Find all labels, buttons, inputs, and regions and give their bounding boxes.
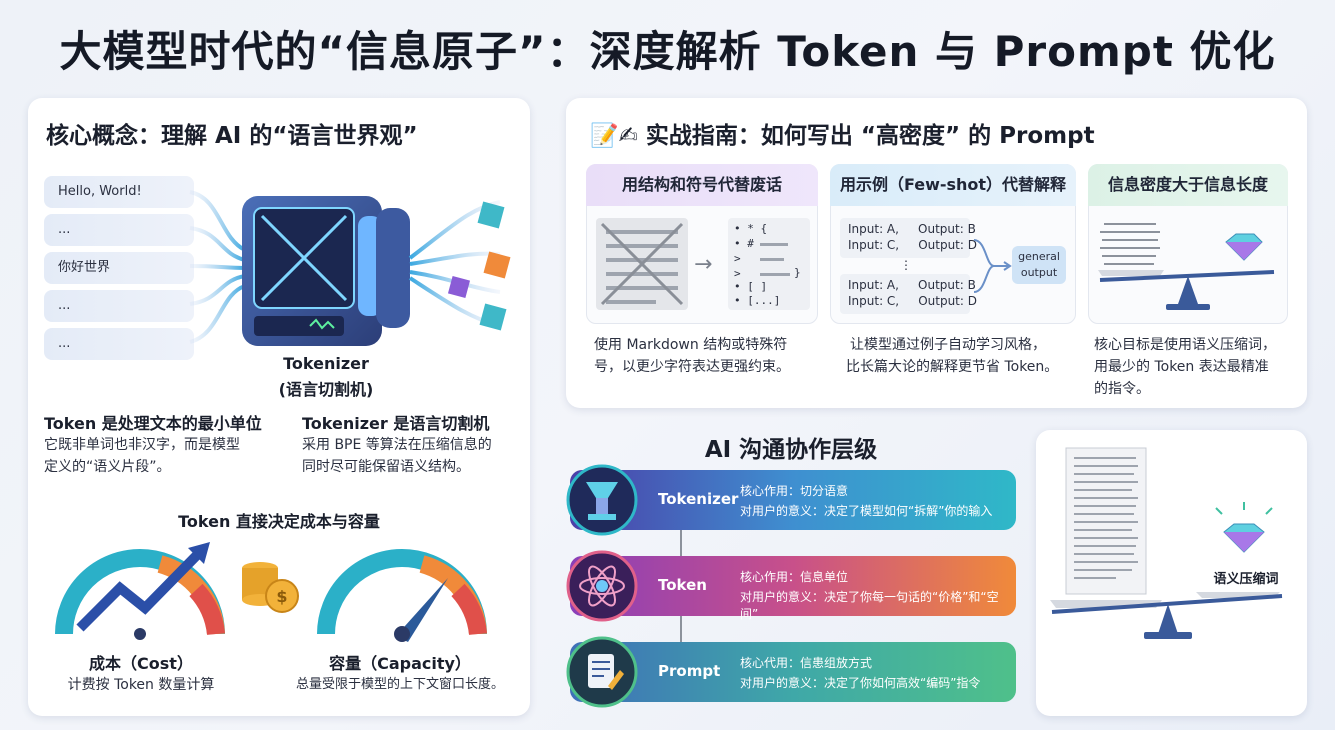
general-output-text: output [1020,266,1058,279]
density-card-text: 用最少的 Token 表达最精准 [1094,359,1269,375]
few-shot-card-heading: 用示例（Few-shot）代替解释 [830,164,1076,206]
markdown-line [760,258,784,261]
example-box [840,274,970,314]
markdown-bullet: • * { [734,222,768,235]
cost-capacity-heading: Token 直接决定成本与容量 [178,512,380,531]
merge-brace-icon [973,239,1012,293]
markdown-line [760,273,790,276]
layer-role: 核心作用：信息单位 [740,570,849,584]
token-definition-text: 定义的“语义片段”。 [44,459,171,475]
input-pill: ... [44,328,194,360]
input-pill: Hello, World! [44,176,194,208]
capacity-gauge-icon [317,549,487,642]
density-card-text: 的指令。 [1094,381,1150,397]
example-line: Input: C, Output: D [848,294,977,308]
layer-meaning: 对用户的意义：决定了你如何高效“编码”指令 [740,676,981,690]
markdown-bullet: • [...] [734,294,781,307]
coin-stack-icon: $ [242,562,299,613]
tokenizer-definition-title: Tokenizer 是语言切割机 [302,414,490,433]
structure-card-text: 使用 Markdown 结构或特殊符 [594,337,788,353]
core-concept-heading: 核心概念：理解 AI 的“语言世界观” [46,123,418,149]
markdown-bullet: • [ ] [734,280,768,293]
arrow-right-icon: → [694,252,713,277]
page-title: 大模型时代的“信息原子”：深度解析 Token 与 Prompt 优化 [59,27,1276,76]
svg-text:$: $ [276,587,287,606]
ellipsis: ⋮ [900,258,912,272]
input-pill: ... [44,290,194,322]
example-line: Input: A, Output: B [848,278,976,292]
tokenizer-definition-text: 采用 BPE 等算法在压缩信息的 [302,437,492,453]
tokenizer-sub-label: (语言切割机) [278,380,374,399]
few-shot-card-text: 比长篇大论的解释更节省 Token。 [846,359,1059,375]
layer-role: 核心代用：信患组放方式 [740,656,873,670]
capacity-text: 总量受限于模型的上下文窗口长度。 [295,677,504,692]
layer-meaning: 对用户的意义：决定了模型如何“拆解”你的输入 [740,504,993,518]
cost-text: 计费按 Token 数量计算 [67,677,215,693]
tokenizer-machine-illustration [189,190,511,346]
layers-heading: AI 沟通协作层级 [704,437,878,463]
practical-guide-heading: 📝✍ 实战指南：如何写出 “高密度” 的 Prompt [590,123,1095,149]
balance-scale-icon [1098,223,1275,310]
density-card-text: 核心目标是使用语义压缩词， [1094,337,1276,353]
input-pill: ... [44,214,194,246]
markdown-bullet: • # [734,237,754,250]
general-output-text: general [1018,250,1060,263]
token-layer-icon [566,550,638,622]
density-card-heading: 信息密度大于信息长度 [1088,164,1288,206]
example-box [840,218,970,258]
crossed-text-icon [596,218,688,310]
structure-card-text: 号，以更少字符表达更强约束。 [594,359,790,375]
prompt-layer-icon [566,636,638,708]
layer-token: Token 核心作用：信息单位 对用户的意义：决定了你每一句话的“价格”和“空间… [570,556,1016,621]
tokenizer-layer-icon [566,464,638,536]
capacity-title: 容量（Capacity） [329,654,471,673]
semantic-compression-label: 语义压缩词 [1213,572,1279,587]
document-balance-illustration [1050,447,1283,639]
layer-connector [680,616,682,642]
cost-title: 成本（Cost） [89,654,193,673]
markdown-bullet: > [734,252,741,265]
markdown-example-box [728,218,810,310]
layer-role: 核心作用：切分语意 [740,484,849,498]
general-output-box [1012,246,1066,284]
layer-meaning: 对用户的意义：决定了你每一句话的“价格”和“空间” [740,590,999,621]
input-pill: 你好世界 [44,252,194,284]
tokenizer-label: Tokenizer [283,354,369,373]
markdown-line [760,243,788,246]
token-definition-text: 它既非单词也非汉字，而是模型 [44,437,240,453]
token-definition-title: Token 是处理文本的最小单位 [44,414,262,433]
layer-name: Prompt [658,662,721,680]
layer-name: Token [658,576,707,594]
few-shot-card-text: 让模型通过例子自动学习风格， [850,337,1046,353]
example-line: Input: C, Output: D [848,238,977,252]
structure-card-heading: 用结构和符号代替废话 [586,164,818,206]
layer-name: Tokenizer [658,490,739,508]
layer-prompt: Prompt 核心代用：信患组放方式 对用户的意义：决定了你如何高效“编码”指令 [570,642,1016,702]
layer-connector [680,530,682,556]
cost-gauge-icon [55,542,225,640]
markdown-brace: } [794,266,801,279]
example-line: Input: A, Output: B [848,222,976,236]
tokenizer-definition-text: 同时尽可能保留语义结构。 [302,459,470,475]
markdown-bullet: > [734,267,741,280]
layer-tokenizer: Tokenizer 核心作用：切分语意 对用户的意义：决定了模型如何“拆解”你的… [570,470,1016,530]
